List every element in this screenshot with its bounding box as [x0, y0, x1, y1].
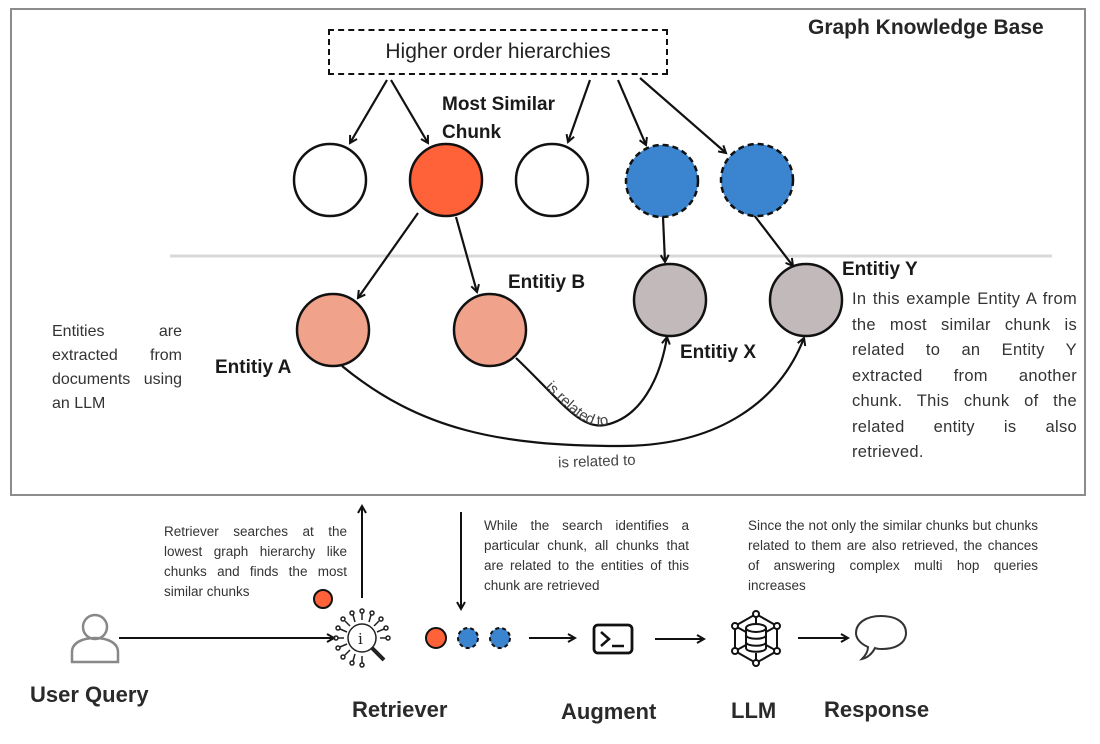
- retrieved-chunk-most-similar: [425, 627, 447, 649]
- related-chunk-node: [719, 142, 795, 218]
- relation-b-to-x: [515, 337, 667, 427]
- chunk-node: [514, 142, 590, 218]
- most-similar-label-line2: Chunk: [442, 122, 502, 143]
- stage-label-response: Response: [824, 697, 930, 722]
- retrieved-chunk-related: [457, 627, 479, 649]
- entity-a-node: [295, 292, 371, 368]
- entity-b-label: Entitiy B: [508, 272, 586, 293]
- entity-b-node: [452, 292, 528, 368]
- relation-a-to-y: [341, 338, 804, 448]
- entity-relation-example-note: In this example Entity A from the most s…: [852, 290, 1077, 461]
- entity-y-label: Entitiy Y: [842, 259, 918, 280]
- relation-label-b-x: is related to: [542, 378, 609, 430]
- higher-order-hierarchies-box: Higher order hierarchies: [328, 29, 668, 75]
- chunk-node: [292, 142, 368, 218]
- entity-x-label: Entitiy X: [680, 342, 757, 363]
- stage-label-augment: Augment: [561, 699, 657, 724]
- stage-label-retriever: Retriever: [352, 697, 448, 722]
- svg-text:i: i: [358, 630, 363, 648]
- stage-label-user-query: User Query: [30, 682, 149, 707]
- edge-chunk-to-entity-y: [753, 214, 793, 266]
- edge-chunk-to-entity-a: [358, 212, 419, 298]
- edge-hierarchy-to-chunk-4: [616, 79, 646, 145]
- retriever-search-note: Retriever searches at the lowest graph h…: [164, 524, 347, 599]
- edge-chunk-to-entity-b: [454, 216, 477, 292]
- user-icon: [70, 613, 120, 664]
- most-similar-label-line1: Most Similar: [442, 94, 555, 115]
- graph-knowledge-base-title: Graph Knowledge Base: [808, 16, 1044, 39]
- edge-hierarchy-to-chunk-1: [350, 79, 388, 143]
- llm-network-icon: [731, 610, 781, 667]
- edge-hierarchy-to-chunk-3: [568, 79, 592, 142]
- entities-extraction-note: Entities are extracted from documents us…: [52, 323, 182, 412]
- most-similar-chunk-label: Most Similar Chunk: [442, 91, 555, 147]
- entity-y-node: [768, 262, 844, 338]
- relation-label-a-y: is related to: [558, 452, 636, 472]
- related-chunks-retrieval-note: While the search identifies a particular…: [484, 518, 689, 593]
- related-chunk-node: [624, 143, 700, 219]
- most-similar-chunk-marker: [313, 589, 333, 609]
- most-similar-chunk-node: [408, 142, 484, 218]
- retrieved-chunk-related: [489, 627, 511, 649]
- multi-hop-benefit-note: Since the not only the similar chunks bu…: [748, 518, 1038, 593]
- edge-hierarchy-to-chunk-5: [639, 77, 726, 153]
- entity-a-label: Entitiy A: [215, 357, 292, 378]
- higher-order-hierarchies-label: Higher order hierarchies: [385, 40, 611, 63]
- edge-chunk-to-entity-x: [663, 216, 665, 262]
- entity-x-node: [632, 262, 708, 338]
- graph-knowledge-base-panel: [10, 8, 1086, 496]
- speech-bubble-icon: [854, 614, 908, 661]
- stage-label-llm: LLM: [731, 698, 777, 723]
- edge-hierarchy-to-chunk-2: [390, 79, 428, 143]
- terminal-prompt-icon: [592, 623, 634, 655]
- retriever-search-icon: i: [333, 608, 391, 668]
